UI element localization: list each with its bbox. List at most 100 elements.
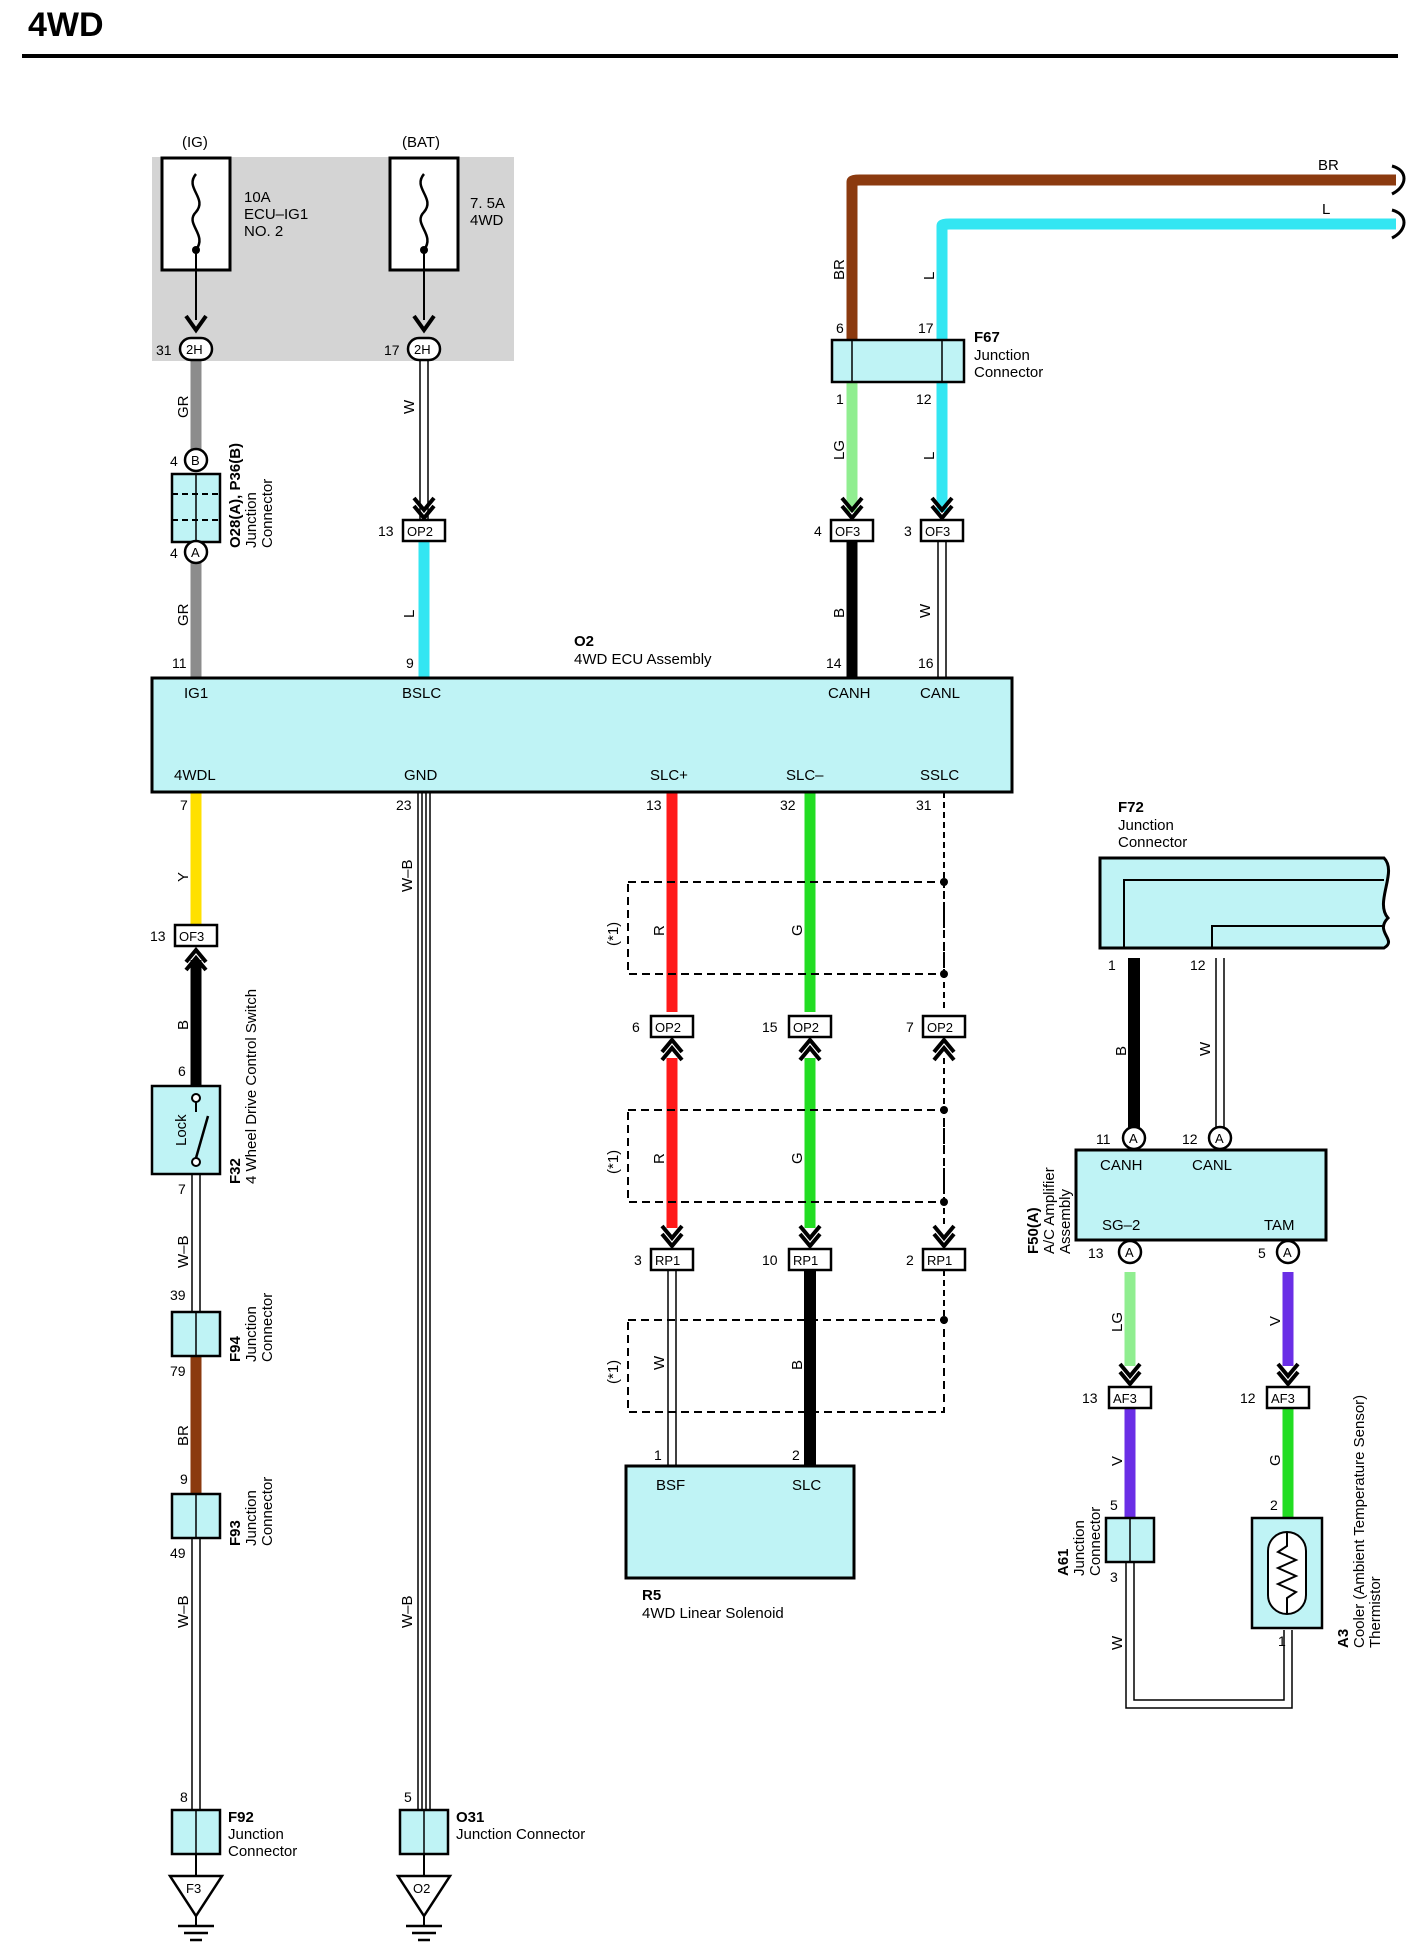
svg-text:OF3: OF3 (179, 929, 204, 944)
svg-text:11: 11 (172, 655, 187, 671)
connector-op2-top: OP2 13 (378, 496, 447, 543)
solenoid-r5-box (624, 1464, 856, 1580)
svg-text:4: 4 (814, 523, 822, 539)
shield-label-3: (*1) (605, 1360, 622, 1384)
f93-name1: Junction (243, 1490, 260, 1546)
svg-text:23: 23 (396, 797, 412, 813)
wire-wb-f92 (191, 1538, 201, 1810)
wire-wb-gnd (417, 792, 431, 1812)
amplifier-label-tam: TAM (1264, 1217, 1295, 1234)
svg-text:SLC–: SLC– (786, 767, 824, 784)
f72-name2: Connector (1118, 834, 1187, 851)
svg-text:6: 6 (836, 320, 844, 336)
shield-box-2 (627, 1109, 945, 1203)
connector-f92: 8 (170, 1789, 222, 1876)
svg-text:RP1: RP1 (793, 1253, 818, 1268)
wire-label-g-a3: G (1267, 1454, 1284, 1466)
svg-text:31: 31 (156, 342, 172, 358)
connector-f67: 6 17 1 12 (830, 320, 966, 407)
wire-label-wb-f92: W–B (175, 1595, 192, 1628)
svg-text:BSLC: BSLC (402, 685, 441, 702)
svg-text:A: A (1125, 1245, 1134, 1260)
amplifier-name2: Assembly (1057, 1188, 1074, 1254)
connector-rp1-b: RP1 10 (762, 1224, 833, 1272)
svg-text:7: 7 (906, 1019, 914, 1035)
wire-label-r-2: R (651, 1153, 668, 1164)
amplifier-label-canh: CANH (1100, 1157, 1143, 1174)
amplifier-pins-bottom: A 13 A 5 (1088, 1239, 1301, 1265)
f92-name1: Junction (228, 1826, 284, 1843)
fuse-4wd (388, 156, 460, 334)
switch-f32: 6 Lock 7 (150, 1063, 222, 1197)
wire-w-canl (937, 541, 947, 680)
ground-f3: F3 (167, 1874, 225, 1942)
connector-o28-p36: B 4 A 4 (170, 447, 222, 565)
f32-id: F32 (227, 1158, 244, 1184)
svg-text:17: 17 (384, 342, 400, 358)
wire-label-w-bsf: W (651, 1355, 668, 1370)
f92-name2: Connector (228, 1843, 297, 1860)
svg-text:A: A (1129, 1131, 1138, 1146)
svg-text:7: 7 (178, 1181, 186, 1197)
bat-source-label: (BAT) (402, 134, 440, 151)
svg-text:B: B (191, 453, 200, 468)
amplifier-box (1074, 1148, 1328, 1242)
solenoid-label1: BSF (656, 1477, 685, 1494)
amplifier-id: F50(A) (1025, 1207, 1042, 1254)
connector-rp1-a: RP1 3 (634, 1224, 695, 1272)
connector-2h-ig: 2H 31 (156, 336, 214, 362)
svg-text:2: 2 (906, 1252, 914, 1268)
svg-text:A: A (1215, 1131, 1224, 1146)
svg-text:9: 9 (180, 1471, 188, 1487)
svg-text:A: A (1283, 1245, 1292, 1260)
f93-name2: Connector (259, 1477, 276, 1546)
svg-text:F3: F3 (186, 1881, 201, 1896)
wire-label-gr-2: GR (175, 603, 192, 626)
wire-label-b-f32: B (175, 1020, 192, 1030)
svg-text:2H: 2H (186, 342, 203, 357)
wire-label-lg-sg2: LG (1109, 1312, 1126, 1332)
svg-text:13: 13 (150, 928, 166, 944)
connector-2h-bat: 2H 17 (384, 336, 442, 362)
solenoid-name: 4WD Linear Solenoid (642, 1605, 784, 1622)
svg-text:SSLC: SSLC (920, 767, 959, 784)
svg-text:Lock: Lock (173, 1114, 190, 1146)
wire-label-w-f72: W (1197, 1041, 1214, 1056)
svg-text:OP2: OP2 (927, 1020, 953, 1035)
svg-text:4WDL: 4WDL (174, 767, 216, 784)
svg-text:2H: 2H (414, 342, 431, 357)
svg-text:OF3: OF3 (925, 524, 950, 539)
wire-label-l-top: L (921, 272, 938, 280)
o28-name1: Junction (243, 492, 260, 548)
wire-label-g-2: G (789, 1152, 806, 1164)
wire-label-br-top: BR (831, 259, 848, 280)
f93-id: F93 (227, 1520, 244, 1546)
svg-text:3: 3 (1110, 1569, 1118, 1585)
a3-id: A3 (1335, 1629, 1352, 1648)
f67-name1: Junction (974, 347, 1030, 364)
svg-text:16: 16 (918, 655, 934, 671)
thermistor-a3: 2 1 (1250, 1497, 1324, 1649)
svg-text:13: 13 (378, 523, 394, 539)
svg-text:7: 7 (180, 797, 188, 813)
wire-w-a61-a3 (1125, 1562, 1293, 1709)
svg-text:1: 1 (836, 391, 844, 407)
wire-w-f72 (1215, 958, 1225, 1136)
wire-label-r-1: R (651, 925, 668, 936)
connector-of3-c: OF3 13 (150, 923, 219, 972)
svg-text:12: 12 (1190, 957, 1206, 973)
wire-label-w-bat: W (401, 399, 418, 414)
ground-o2: O2 (395, 1874, 453, 1942)
wire-label-wb-gnd-2: W–B (399, 1595, 416, 1628)
f72-name1: Junction (1118, 817, 1174, 834)
svg-text:13: 13 (1082, 1390, 1098, 1406)
svg-text:A: A (191, 545, 200, 560)
f32-name: 4 Wheel Drive Control Switch (243, 989, 260, 1184)
svg-text:1: 1 (1278, 1633, 1286, 1649)
ecu-box (150, 676, 1014, 794)
svg-text:RP1: RP1 (655, 1253, 680, 1268)
svg-text:2: 2 (1270, 1497, 1278, 1513)
connector-f72: 1 12 (1098, 856, 1391, 973)
ig-source-label: (IG) (182, 134, 208, 151)
